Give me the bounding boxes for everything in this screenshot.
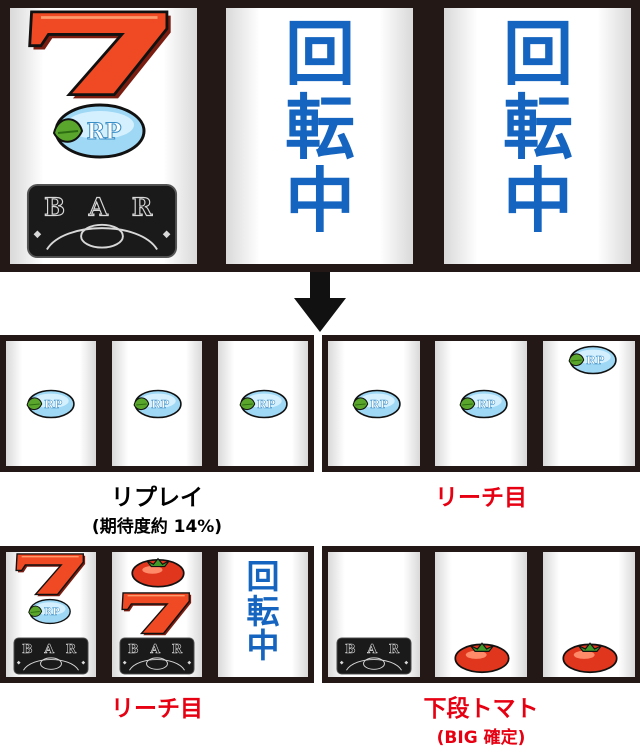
replay-caption: リプレイ (期待度約 14%) (0, 478, 314, 537)
tomato-title: 下段トマト (423, 696, 539, 722)
reach2-caption: リーチ目 (0, 689, 314, 723)
reach1-title: リーチ目 (435, 485, 527, 511)
reach1-caption: リーチ目 (322, 478, 640, 512)
seven-symbol (22, 10, 184, 104)
seven-symbol (12, 553, 92, 599)
top-reel-2 (226, 8, 413, 264)
top-reel-3 (444, 8, 631, 264)
seven-symbol (118, 592, 198, 638)
tomato-symbol (561, 638, 619, 674)
replay-symbol (24, 388, 76, 420)
replay-symbol (350, 388, 402, 420)
replay-symbol (48, 100, 148, 162)
replay-symbol (566, 344, 618, 376)
tomato-subtitle: (BIG 確定) (436, 728, 526, 748)
spinning-text-small: 回 転 中 (246, 557, 280, 666)
bar-symbol (16, 183, 188, 259)
reach2-reel-3 (218, 552, 308, 677)
bar-symbol (10, 637, 92, 675)
replay-symbol (131, 388, 183, 420)
tomato-symbol (453, 638, 511, 674)
replay-symbol (237, 388, 289, 420)
down-arrow-icon (294, 272, 346, 332)
replay-title: リプレイ (111, 485, 203, 511)
tomato-symbol (130, 554, 186, 588)
bar-symbol (333, 637, 415, 675)
tomato-caption: 下段トマト (BIG 確定) (322, 689, 640, 748)
replay-symbol (26, 597, 72, 626)
spinning-text-reel3: 回 転 中 (503, 13, 573, 242)
bar-symbol (116, 637, 198, 675)
replay-subtitle: (期待度約 14%) (91, 517, 223, 537)
replay-symbol (457, 388, 509, 420)
reach2-title: リーチ目 (111, 696, 203, 722)
spinning-text-reel2: 回 転 中 (285, 13, 355, 242)
